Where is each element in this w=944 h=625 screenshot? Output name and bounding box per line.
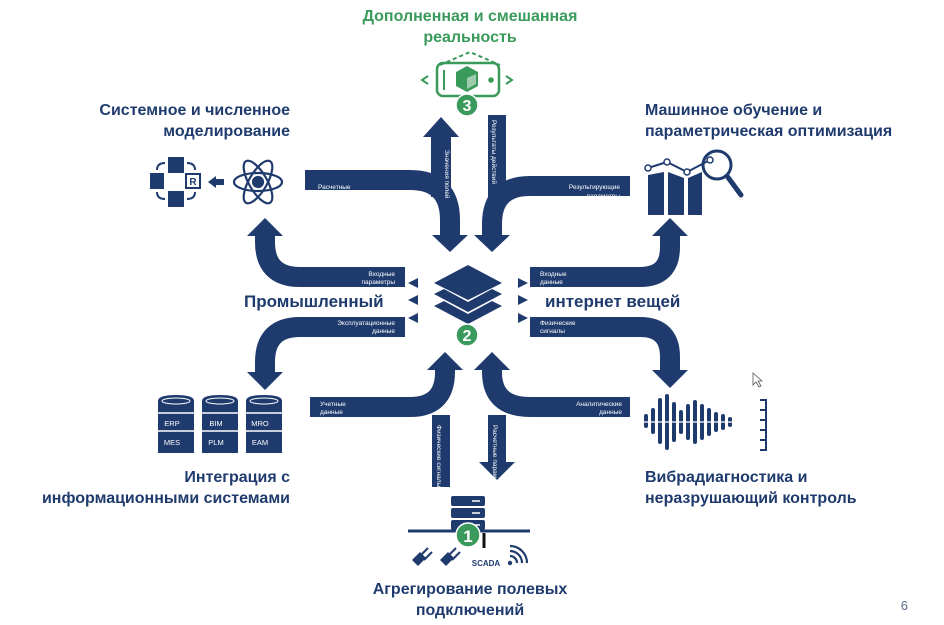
badge-1: 1	[455, 522, 481, 548]
title-integration: Интеграция с информационными системами	[10, 467, 290, 509]
chevron-right-3	[518, 313, 528, 323]
label-down-from-ar: Результаты действий	[490, 120, 498, 184]
title-ml: Машинное обучение и параметрическая опти…	[645, 100, 935, 142]
title-field: Агрегирование полевых подключений	[340, 579, 600, 621]
iot-right-word: интернет вещей	[545, 292, 681, 311]
title-modeling: Системное и численное моделирование	[40, 100, 290, 142]
database-erp-mes-icon: ERP MES	[158, 395, 194, 453]
arrow-down-from-ar: Результаты действий	[488, 115, 506, 197]
label-to-ml-2: данные	[540, 279, 563, 286]
process-cycle-icon: R	[150, 157, 201, 207]
database-mro-eam-icon: MRO EAM	[246, 395, 282, 453]
scada-label: SCADA	[472, 559, 501, 568]
chevron-left-2	[408, 295, 418, 305]
magnifier-icon	[701, 149, 744, 198]
label-down-to-field: Расчетные параметры	[491, 425, 498, 493]
page-number: 6	[900, 598, 908, 613]
title-ml-line2: параметрическая оптимизация	[645, 123, 893, 140]
arrow-from-integration: Учетные данные	[310, 352, 463, 417]
label-from-vibro-1: Аналитические	[576, 401, 622, 408]
arrow-up-from-field: Физические сигналы	[432, 415, 450, 488]
title-ml-line1: Машинное обучение и	[645, 102, 823, 119]
chevron-right-1	[518, 278, 528, 288]
db-2-top: BIM	[209, 419, 222, 428]
label-to-vibro-1: Физические	[540, 320, 576, 327]
arrow-up-to-ar: Значения полей	[423, 117, 459, 199]
ar-phone-icon	[420, 50, 514, 98]
label-to-modeling-1: Входные	[368, 271, 395, 278]
atom-icon	[232, 159, 284, 205]
chevron-left-3	[408, 313, 418, 323]
wifi-signal-icon	[507, 544, 529, 566]
arrow-to-integration: Эксплуатационные данные	[247, 317, 405, 390]
title-field-line1: Агрегирование полевых	[372, 581, 568, 598]
title-vibro-line1: Вибрадиагностика и	[645, 469, 808, 486]
analytics-chart-icon	[644, 156, 714, 215]
db-1-top: ERP	[164, 419, 179, 428]
label-to-modeling-2: параметры	[362, 279, 396, 286]
arrow-to-ml: Входные данные	[530, 218, 688, 287]
label-from-ml-2: параметры	[587, 193, 621, 200]
module-label: R	[189, 177, 197, 188]
title-integration-line2: информационными системами	[41, 490, 290, 507]
arrow-to-vibro: Физические сигналы	[530, 317, 688, 388]
label-up-from-field: Физические сигналы	[435, 425, 442, 488]
title-modeling-line1: Системное и численное	[99, 102, 290, 119]
plug-icon-1	[412, 547, 433, 566]
title-vibro-line2: неразрушающий контроль	[645, 490, 857, 507]
badge-2-label: 2	[463, 328, 472, 345]
title-field-line2: подключений	[415, 602, 525, 619]
title-ar-line1: Дополненная и смешанная	[362, 8, 578, 25]
label-from-ml-1: Результирующие	[569, 184, 620, 191]
label-from-integration-2: данные	[320, 409, 343, 416]
waveform-icon	[639, 394, 737, 450]
arrow-to-modeling: Входные параметры	[247, 218, 405, 287]
label-from-modeling-2: характеристики	[318, 193, 365, 200]
database-bim-plm-icon: BIM PLM	[202, 395, 238, 453]
chevron-left-1	[408, 278, 418, 288]
iot-left-word: Промышленный	[244, 292, 384, 311]
title-integration-line1: Интеграция с	[184, 469, 290, 486]
arrow-down-to-field: Расчетные параметры	[479, 415, 515, 493]
badge-2: 2	[455, 323, 479, 347]
db-1-bottom: MES	[164, 438, 180, 447]
db-3-top: MRO	[251, 419, 269, 428]
label-to-modeling-3: Эксплуатационные	[337, 320, 395, 327]
label-to-modeling-4: данные	[372, 328, 395, 335]
db-3-bottom: EAM	[252, 438, 268, 447]
title-ar: Дополненная и смешанная реальность	[330, 6, 610, 48]
arrow-left-icon	[208, 176, 224, 188]
badge-3: 3	[455, 93, 479, 117]
label-from-modeling-1: Расчетные	[318, 184, 351, 191]
title-modeling-line2: моделирование	[163, 123, 290, 140]
ruler-icon	[760, 399, 767, 451]
label-from-vibro-2: данные	[599, 409, 622, 416]
plug-icon-2	[440, 547, 461, 566]
db-2-bottom: PLM	[208, 438, 223, 447]
badge-1-label: 1	[463, 527, 472, 546]
cursor-icon	[752, 372, 764, 388]
badge-3-label: 3	[463, 98, 472, 115]
layers-icon	[434, 265, 502, 324]
label-up-to-ar: Значения полей	[443, 150, 451, 199]
title-vibro: Вибрадиагностика и неразрушающий контрол…	[645, 467, 925, 509]
label-to-vibro-2: сигналы	[540, 328, 565, 335]
label-to-ml-1: Входные	[540, 271, 567, 278]
arrow-from-vibro: Аналитические данные	[474, 352, 630, 417]
title-ar-line2: реальность	[423, 29, 517, 46]
chevron-right-2	[518, 295, 528, 305]
label-from-integration-1: Учетные	[320, 401, 346, 408]
